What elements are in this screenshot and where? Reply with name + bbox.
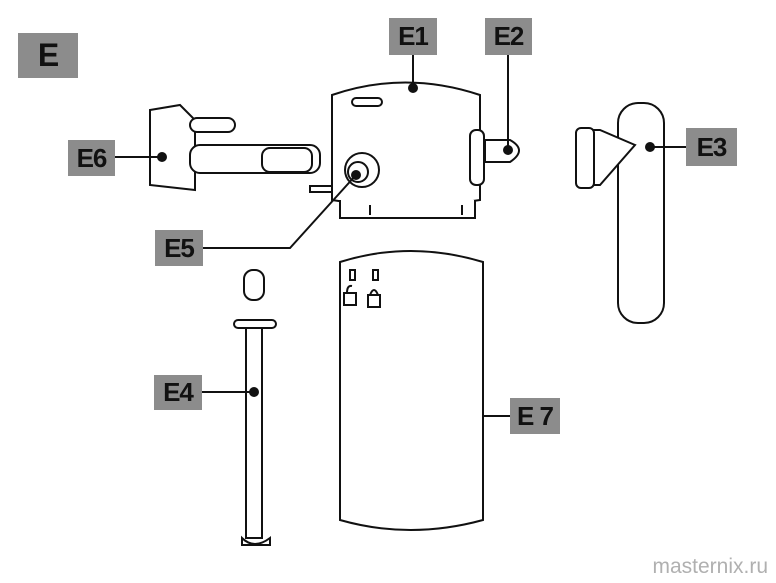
part-e4-rod: [233, 269, 277, 546]
leader-lines: [115, 55, 686, 417]
label-e5: E5: [155, 230, 203, 266]
label-e7: E 7: [510, 398, 560, 434]
label-e6: E6: [68, 140, 115, 176]
label-e3: E3: [686, 128, 737, 166]
watermark: masternix.ru: [652, 555, 768, 578]
part-e7-tank: [339, 250, 484, 531]
label-e1: E1: [389, 18, 437, 55]
part-e2-nozzle: [484, 139, 520, 163]
section-label: E: [18, 33, 78, 78]
leader-dots: [157, 83, 655, 397]
label-e4: E4: [154, 375, 202, 410]
label-e2: E2: [485, 18, 532, 55]
part-e3-tube: [575, 102, 665, 324]
part-e6-connector: [149, 103, 321, 192]
